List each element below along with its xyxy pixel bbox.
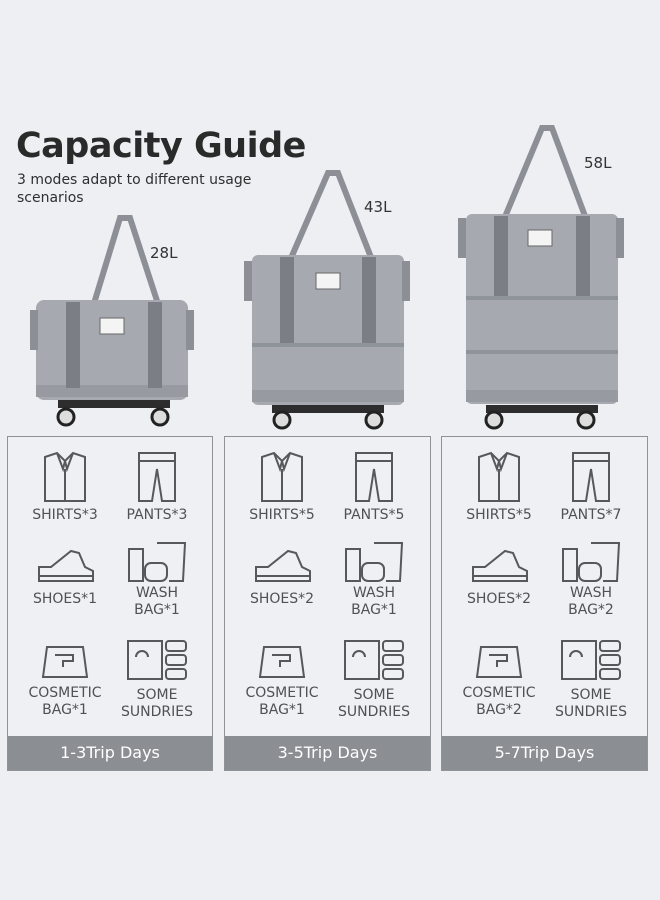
capacity-label: 28L [150,244,178,262]
wheel-icon [150,407,170,427]
pants-item: PANTS*3 [112,451,202,524]
shoes-label: SHOES*1 [32,591,98,607]
wash-bag-item: WASH BAG*2 [546,537,636,619]
sundries-icon [127,640,187,680]
shirts-label: SHIRTS*5 [466,507,532,523]
page-subtitle: 3 modes adapt to different usage scenari… [17,172,252,206]
sundries-label: SOME [136,687,178,703]
sundries-label: SOME [570,687,612,703]
trip-days-footer: 3-5Trip Days [225,736,430,770]
sundries-item: SOME SUNDRIES [112,639,202,721]
pants-item: PANTS*5 [329,451,419,524]
cosmetic-label-2: BAG*1 [42,702,88,718]
sundries-label-2: SUNDRIES [121,704,193,720]
cosmetic-label: COSMETIC [245,685,319,701]
pants-label: PANTS*3 [126,507,188,523]
cosmetic-label: COSMETIC [462,685,536,701]
cosmetic-bag-item: COSMETIC BAG*2 [454,643,544,719]
shoe-icon [472,549,528,582]
wheel-icon [364,410,384,430]
shirts-item: SHIRTS*3 [20,451,110,524]
cosmetic-bag-icon [41,646,89,678]
capacity-label: 43L [364,198,392,216]
sundries-icon [561,640,621,680]
wash-label-2: BAG*1 [351,602,397,618]
shirt-icon [478,451,520,502]
sundries-item: SOME SUNDRIES [329,639,419,721]
page-title: Capacity Guide [16,126,306,166]
sundries-item: SOME SUNDRIES [546,639,636,721]
bag-28l-image [30,215,194,427]
shoes-item: SHOES*2 [454,547,544,608]
wash-bag-item: WASH BAG*1 [329,537,419,619]
trip-days-footer: 1-3Trip Days [8,736,212,770]
wash-label: WASH [135,585,179,601]
capacity-panel-28l: SHIRTS*3 PANTS*3 SHOES*1 WASH BAG*1 COSM… [7,436,213,771]
pants-label: PANTS*5 [343,507,405,523]
cosmetic-bag-icon [258,646,306,678]
shirts-item: SHIRTS*5 [454,451,544,524]
capacity-panel-58l: SHIRTS*5 PANTS*7 SHOES*2 WASH BAG*2 COSM… [441,436,648,771]
pants-icon [355,452,393,502]
cosmetic-label-2: BAG*1 [259,702,305,718]
bag-58l-image [458,125,624,430]
wheel-icon [56,407,76,427]
pants-icon [572,452,610,502]
wash-bag-icon [128,542,187,582]
shoes-item: SHOES*2 [237,547,327,608]
shirt-icon [261,451,303,502]
shoes-label: SHOES*2 [466,591,532,607]
sundries-label-2: SUNDRIES [555,704,627,720]
pants-icon [138,452,176,502]
wash-label-2: BAG*2 [568,602,614,618]
shoe-icon [38,549,94,582]
bag-43l-image [244,170,410,430]
pants-item: PANTS*7 [546,451,636,524]
shoes-label: SHOES*2 [249,591,315,607]
wheel-icon [484,410,504,430]
capacity-label: 58L [584,154,612,172]
sundries-label-2: SUNDRIES [338,704,410,720]
sundries-label: SOME [353,687,395,703]
wash-bag-icon [345,542,404,582]
capacity-panel-43l: SHIRTS*5 PANTS*5 SHOES*2 WASH BAG*1 COSM… [224,436,431,771]
cosmetic-bag-icon [475,646,523,678]
wash-bag-icon [562,542,621,582]
shirts-item: SHIRTS*5 [237,451,327,524]
wash-label-2: BAG*1 [134,602,180,618]
wheel-icon [272,410,292,430]
shirt-icon [44,451,86,502]
wash-label: WASH [569,585,613,601]
shirts-label: SHIRTS*3 [32,507,98,523]
pants-label: PANTS*7 [560,507,622,523]
cosmetic-bag-item: COSMETIC BAG*1 [20,643,110,719]
trip-days-footer: 5-7Trip Days [442,736,647,770]
wash-label: WASH [352,585,396,601]
cosmetic-label-2: BAG*2 [476,702,522,718]
shoes-item: SHOES*1 [20,547,110,608]
shoe-icon [255,549,311,582]
sundries-icon [344,640,404,680]
shirts-label: SHIRTS*5 [249,507,315,523]
cosmetic-label: COSMETIC [28,685,102,701]
wash-bag-item: WASH BAG*1 [112,537,202,619]
wheel-icon [576,410,596,430]
cosmetic-bag-item: COSMETIC BAG*1 [237,643,327,719]
